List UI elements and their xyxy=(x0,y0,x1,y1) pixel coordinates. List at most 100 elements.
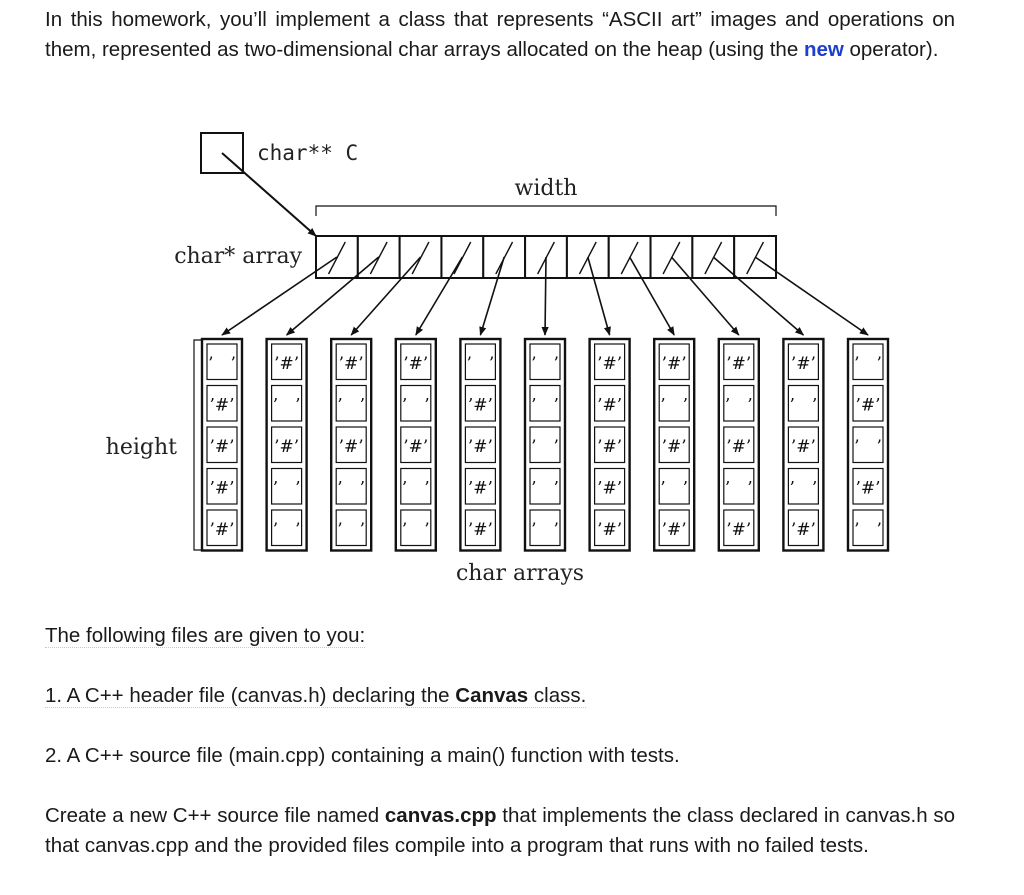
canvas-cpp-filename: canvas.cpp xyxy=(384,804,497,827)
char-array-column: ’#’’ ’’#’’ ’’ ’ xyxy=(265,337,308,552)
char-cell xyxy=(658,384,690,422)
char-arrays: ’ ’ ’#’ ’#’ ’#’ ’#’ ’#’ ’ ’ ’#’ ’ ’ ’ ’ ’#’ ’ ’ ’#’ ’… xyxy=(200,337,890,552)
char-cell xyxy=(529,509,561,547)
char-cell xyxy=(335,343,367,381)
char-cell-text: ’#’ xyxy=(209,478,234,498)
char-cell-text: ’ ’ xyxy=(660,478,688,498)
char-cell-text: ’ ’ xyxy=(789,395,817,415)
column-arrow xyxy=(415,256,464,336)
files-heading: The following files are given to you: xyxy=(45,624,366,648)
char-cell-text: ’#’ xyxy=(468,395,493,415)
char-cell-text: ’ ’ xyxy=(531,395,559,415)
char-cell-text: ’ ’ xyxy=(854,437,882,457)
char-cell xyxy=(464,509,496,547)
char-array-column: ’ ’’#’’#’’#’’#’ xyxy=(200,337,244,552)
char-cell xyxy=(593,467,626,505)
char-array-column: ’ ’’#’’#’’#’’#’ xyxy=(459,337,502,552)
char-cell-text: ’#’ xyxy=(468,520,493,540)
intro-text-2: operator). xyxy=(843,38,939,61)
char-cell-text: ’#’ xyxy=(403,354,428,374)
char-cell xyxy=(787,384,820,422)
char-cell xyxy=(271,343,303,381)
char-cell-text: ’ ’ xyxy=(725,395,753,415)
final-paragraph: Create a new C++ source file named canva… xyxy=(45,804,955,857)
char-cell-text: ’ ’ xyxy=(337,478,365,498)
char-cell xyxy=(400,384,432,422)
char-cell-text: ’#’ xyxy=(597,478,622,498)
column-arrow xyxy=(628,256,675,336)
file-item-source: 2. A C++ source file (main.cpp) containi… xyxy=(45,744,680,767)
pointer-tick xyxy=(327,241,346,275)
char-cell-text: ’#’ xyxy=(662,437,687,457)
char-cell-text: ’ ’ xyxy=(402,520,430,540)
char-cell-text: ’#’ xyxy=(209,395,234,415)
char-cell-text: ’#’ xyxy=(791,354,816,374)
char-cell xyxy=(206,509,238,547)
char-cell xyxy=(723,343,755,381)
char-cell xyxy=(206,343,238,381)
pointer-tick xyxy=(746,241,765,275)
char-array-column: ’ ’’ ’’ ’’ ’’ ’ xyxy=(523,337,567,552)
char-cell-text: ’#’ xyxy=(726,354,751,374)
char-cell-text: ’ ’ xyxy=(273,478,301,498)
char-cell-text: ’ ’ xyxy=(854,520,882,540)
char-cell xyxy=(593,343,626,381)
column-arrow xyxy=(670,256,740,336)
char-cell xyxy=(271,467,303,505)
char-cell-text: ’#’ xyxy=(597,395,622,415)
char-cell-text: ’ ’ xyxy=(531,478,559,498)
column-arrow xyxy=(350,256,422,336)
char-cell xyxy=(852,384,884,422)
char-cell xyxy=(723,426,755,464)
char-cell-text: ’ ’ xyxy=(725,478,753,498)
char-cell-text: ’#’ xyxy=(855,478,880,498)
char-cell xyxy=(335,467,367,505)
column-arrow xyxy=(587,256,611,336)
char-cell xyxy=(464,467,496,505)
array-label: char* array xyxy=(174,244,302,269)
char-array-column: ’#’’#’’#’’#’’#’ xyxy=(588,337,631,552)
char-cell xyxy=(658,467,690,505)
char-cell-text: ’ ’ xyxy=(273,395,301,415)
char-cell xyxy=(335,426,367,464)
char-cell-text: ’#’ xyxy=(597,437,622,457)
char-cell xyxy=(400,426,432,464)
column-arrow xyxy=(541,256,549,336)
pointer-arrow xyxy=(221,152,317,237)
char-cell-text: ’#’ xyxy=(339,437,364,457)
file-item-header: 1. A C++ header file (canvas.h) declarin… xyxy=(45,681,587,711)
char-cell xyxy=(787,426,820,464)
char-array-column: ’#’’ ’’#’’ ’’ ’ xyxy=(394,337,437,552)
char-cell-text: ’#’ xyxy=(597,354,622,374)
char-array-column: ’#’’ ’’#’’ ’’#’ xyxy=(717,337,760,552)
char-cell xyxy=(723,467,755,505)
char-cell xyxy=(335,509,367,547)
char-cell-text: ’#’ xyxy=(726,520,751,540)
char-cell-text: ’ ’ xyxy=(208,354,236,374)
char-cell-text: ’#’ xyxy=(209,520,234,540)
char-cell xyxy=(852,509,884,547)
char-cell-text: ’ ’ xyxy=(531,354,559,374)
char-cell-text: ’#’ xyxy=(403,437,428,457)
char-cell xyxy=(206,426,238,464)
char-cell xyxy=(271,509,303,547)
char-cell xyxy=(464,426,496,464)
char-cell xyxy=(658,426,690,464)
char-cell-text: ’ ’ xyxy=(531,520,559,540)
char-arrays-label: char arrays xyxy=(456,561,584,586)
char-cell-text: ’ ’ xyxy=(660,395,688,415)
char-cell xyxy=(593,509,626,547)
char-cell xyxy=(529,343,561,381)
char-cell-text: ’ ’ xyxy=(854,354,882,374)
char-cell xyxy=(658,343,690,381)
char-cell xyxy=(852,426,884,464)
column-arrow xyxy=(221,256,338,336)
char-cell xyxy=(787,509,820,547)
char-cell xyxy=(723,384,755,422)
char-cell-text: ’#’ xyxy=(339,354,364,374)
char-cell-text: ’#’ xyxy=(662,354,687,374)
char-cell-text: ’ ’ xyxy=(337,395,365,415)
char-cell xyxy=(787,467,820,505)
column-arrow xyxy=(712,256,805,336)
char-cell xyxy=(593,426,626,464)
